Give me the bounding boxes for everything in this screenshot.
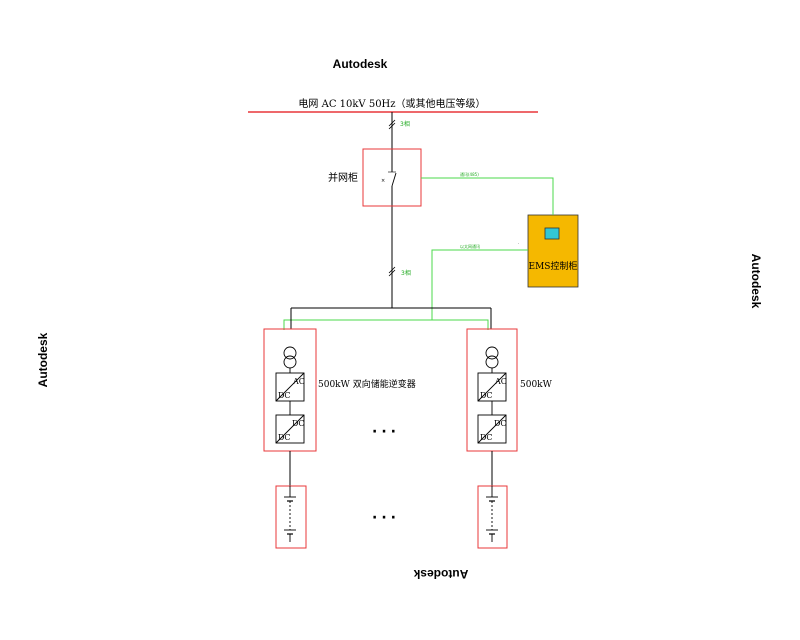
pcs-unit-right: AC DC DC DC <box>466 328 518 452</box>
pcs-unit-left: AC DC DC DC <box>263 328 317 452</box>
battery-unit-right <box>477 485 508 549</box>
comm-label-mid: 以太网通讯 <box>460 243 480 249</box>
watermark-top: Autodesk <box>333 57 388 71</box>
battery-icon <box>486 486 498 542</box>
svg-text:DC: DC <box>292 419 305 428</box>
dc-dc-converter-icon: DC DC <box>275 414 305 444</box>
ems-screen-icon <box>544 227 560 240</box>
dc-dc-converter-icon: DC DC <box>477 414 507 444</box>
grid-label: 电网 AC 10kV 50Hz（或其他电压等级） <box>298 97 485 110</box>
transformer-icon <box>283 346 297 369</box>
battery-icon <box>284 486 296 542</box>
svg-text:DC: DC <box>480 433 493 442</box>
phase-label-mid: 3相 <box>401 269 411 277</box>
phase-marker-mid <box>388 266 396 277</box>
breaker-switch-icon: × <box>381 171 397 187</box>
pcs-label-left: 500kW 双向储能逆变器 <box>318 378 416 390</box>
grid-cabinet-label: 并网柜 <box>328 171 358 184</box>
watermark-right: Autodesk <box>749 254 763 309</box>
ac-dc-converter-icon: AC DC <box>477 372 507 402</box>
svg-text:DC: DC <box>278 433 291 442</box>
ellipsis-battery: ··· <box>372 510 400 526</box>
comm-line-grid-cabinet <box>421 177 554 215</box>
ems-dot-mark: . <box>518 240 519 245</box>
svg-text:DC: DC <box>278 391 291 400</box>
svg-text:DC: DC <box>494 419 507 428</box>
ac-dc-converter-icon: AC DC <box>275 372 305 402</box>
transformer-icon <box>485 346 499 369</box>
battery-box-right <box>477 485 508 549</box>
battery-box-left <box>275 485 307 549</box>
svg-text:×: × <box>381 178 385 184</box>
svg-text:DC: DC <box>480 391 493 400</box>
watermark-bottom: Autodesk <box>413 567 468 581</box>
pcs-label-right: 500kW <box>520 380 553 390</box>
battery-unit-left <box>275 485 307 549</box>
watermark-left: Autodesk <box>36 332 50 387</box>
svg-text:AC: AC <box>494 377 507 386</box>
comm-label-top: 通讯(485) <box>460 171 479 177</box>
svg-text:AC: AC <box>292 377 305 386</box>
ems-label: EMS控制柜 <box>529 260 578 272</box>
ems-cabinet-box <box>527 214 579 288</box>
phase-marker-top <box>388 119 396 130</box>
ellipsis-pcs: ··· <box>372 424 400 440</box>
phase-label-top: 3相 <box>400 120 410 128</box>
comm-line-pcs-right <box>432 319 489 330</box>
